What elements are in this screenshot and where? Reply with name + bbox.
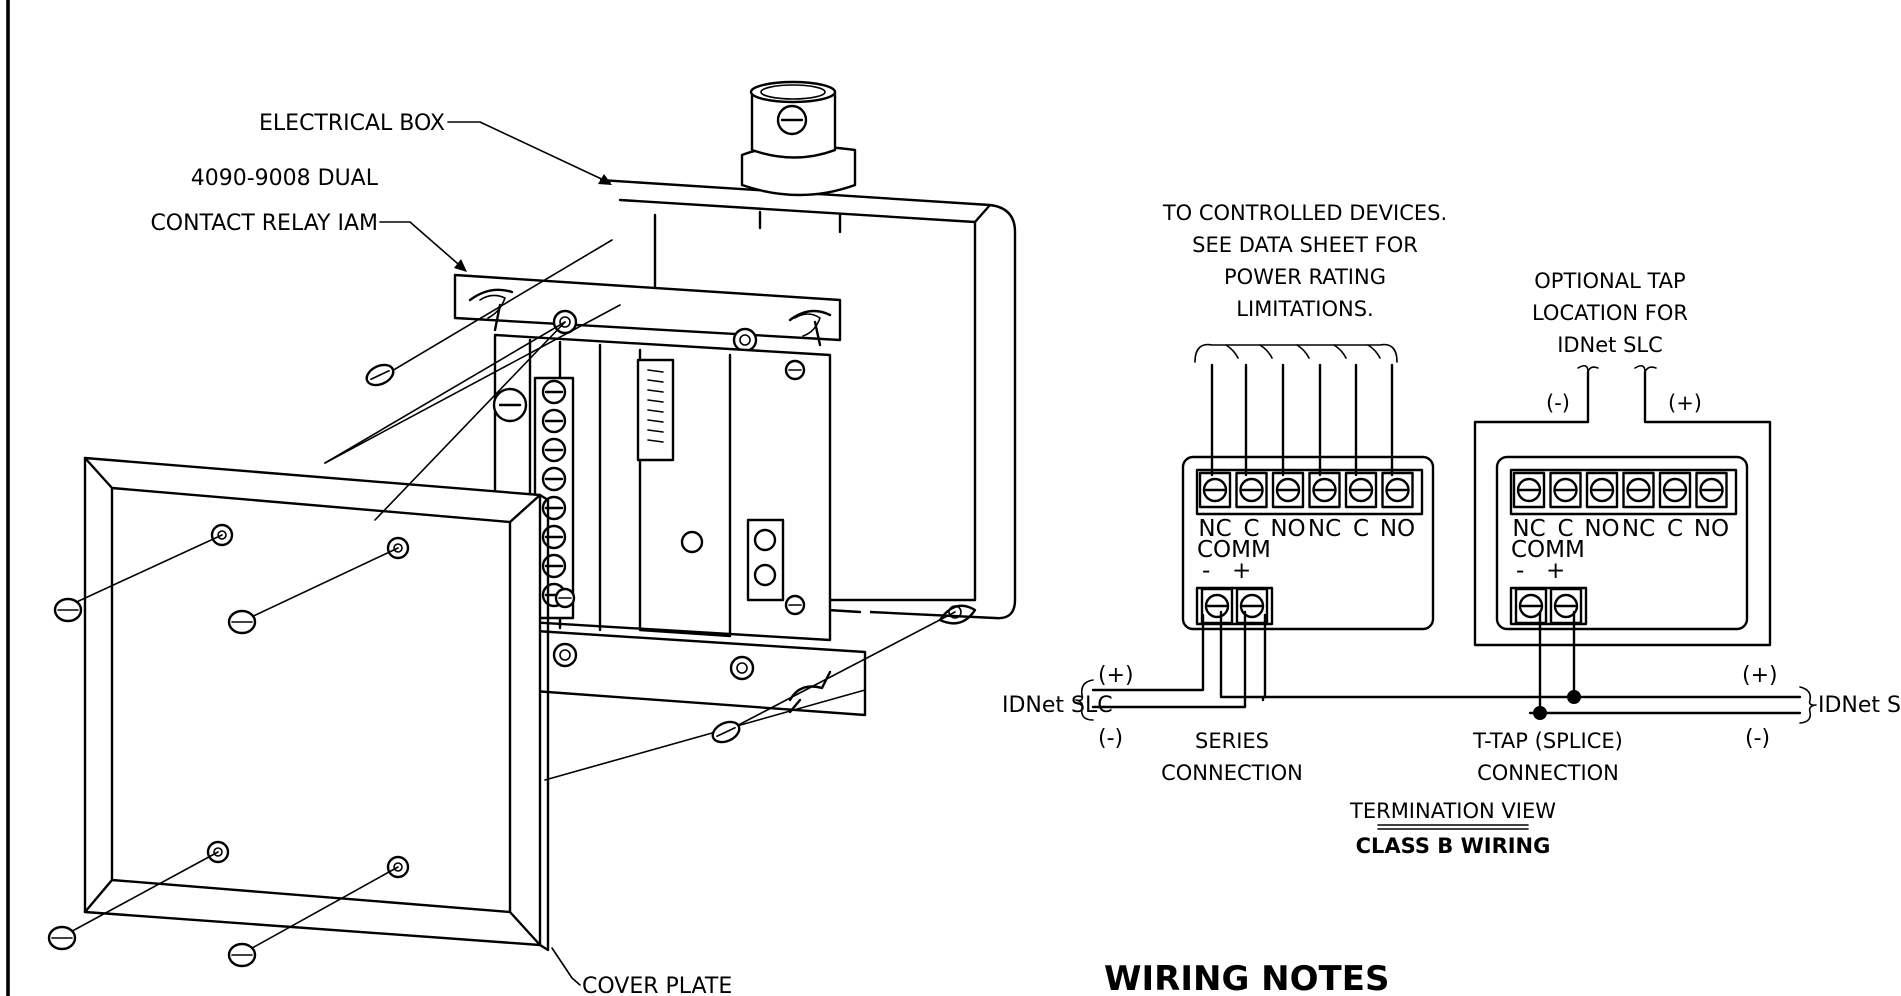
side-terminal-screw	[541, 379, 567, 405]
relay-terminal-series-5	[1344, 471, 1378, 509]
relay-terminal-label-series-1: NC	[1198, 516, 1231, 542]
ttap-connection-line1: T-TAP (SPLICE)	[1472, 729, 1623, 753]
slc-right-plus: (+)	[1742, 663, 1778, 688]
controlled-devices-line1: TO CONTROLLED DEVICES.	[1162, 201, 1447, 225]
slc-left-minus: (-)	[1098, 726, 1123, 751]
slc-left-plus: (+)	[1098, 663, 1134, 688]
relay-terminal-label-ttap-5: C	[1667, 516, 1683, 542]
relay-terminal-ttap-1	[1512, 471, 1546, 509]
comm-label-series: COMM	[1197, 537, 1271, 563]
relay-terminal-ttap-3	[1585, 471, 1619, 509]
side-terminal-screw	[541, 466, 567, 492]
optional-tap-note: OPTIONAL TAP LOCATION FOR IDNet SLC (-) …	[1532, 269, 1702, 415]
relay-terminal-ttap-6	[1695, 471, 1728, 509]
comm-plus-series: +	[1232, 558, 1251, 584]
tap-wires	[1473, 370, 1772, 647]
relay-terminal-label-ttap-2: C	[1557, 516, 1573, 542]
optional-tap-line3: IDNet SLC	[1557, 333, 1663, 357]
termination-view: TO CONTROLLED DEVICES. SEE DATA SHEET FO…	[1002, 201, 1901, 996]
relay-iam-label-line2: CONTACT RELAY IAM	[150, 211, 378, 236]
splice-dot-plus	[1567, 690, 1581, 704]
optional-tap-plus: (+)	[1668, 391, 1702, 415]
comm-minus-series: -	[1202, 558, 1210, 584]
cover-plate-label: COVER PLATE	[582, 974, 732, 996]
screws	[47, 363, 741, 968]
relay-terminal-series-2	[1235, 471, 1268, 509]
comm-terminal-minus-series	[1200, 587, 1234, 625]
electrical-box-label: ELECTRICAL BOX	[259, 111, 445, 136]
slc-wiring	[1075, 610, 1817, 724]
relay-iam-label-line1: 4090-9008 DUAL	[191, 166, 379, 191]
relay-terminal-label-series-6: NO	[1380, 516, 1415, 542]
comm-terminal-minus-ttap	[1514, 587, 1548, 625]
comm-terminal-plus-ttap	[1549, 587, 1583, 625]
slc-right-label: IDNet SLC	[1818, 693, 1901, 718]
slc-left-label: IDNet SLC	[1002, 693, 1113, 718]
cover-plate	[83, 456, 550, 952]
ttap-connection-line2: CONNECTION	[1477, 761, 1619, 785]
exploded-view: ELECTRICAL BOX 4090-9008 DUAL CONTACT RE…	[47, 80, 1017, 996]
relay-output-wires	[1210, 363, 1394, 477]
relay-terminal-series-3	[1271, 471, 1305, 509]
relay-terminal-label-series-5: C	[1353, 516, 1369, 542]
side-terminal-screw	[541, 524, 567, 550]
relay-terminal-label-series-2: C	[1243, 516, 1259, 542]
optional-tap-line2: LOCATION FOR	[1532, 301, 1688, 325]
relay-terminal-label-ttap-3: NO	[1584, 516, 1619, 542]
series-connection-line1: SERIES	[1195, 729, 1269, 753]
relay-terminal-label-series-3: NO	[1270, 516, 1305, 542]
controlled-devices-line3: POWER RATING	[1224, 265, 1386, 289]
relay-terminal-label-ttap-4: NC	[1622, 516, 1655, 542]
relay-iam-module	[453, 273, 977, 717]
comm-minus-ttap: -	[1516, 558, 1524, 584]
relay-terminal-label-series-4: NC	[1308, 516, 1341, 542]
relay-terminal-series-6	[1381, 471, 1414, 509]
comm-terminal-plus-series	[1235, 587, 1269, 625]
leader-lines	[379, 121, 612, 986]
relay-terminal-label-ttap-6: NO	[1694, 516, 1729, 542]
comm-plus-ttap: +	[1546, 558, 1565, 584]
comm-label-ttap: COMM	[1511, 537, 1585, 563]
side-terminal-screw	[541, 437, 567, 463]
optional-tap-minus: (-)	[1546, 391, 1570, 415]
relay-terminal-ttap-2	[1549, 471, 1582, 509]
controlled-devices-line4: LIMITATIONS.	[1236, 297, 1373, 321]
explode-lines	[64, 239, 956, 953]
relay-terminal-series-4	[1308, 471, 1341, 509]
controlled-devices-line2: SEE DATA SHEET FOR	[1192, 233, 1418, 257]
relay-terminal-series-1	[1198, 471, 1232, 509]
slc-right-minus: (-)	[1745, 726, 1770, 751]
side-terminal-screw	[541, 408, 567, 434]
relay-terminal-ttap-4	[1622, 471, 1655, 509]
relay-terminal-ttap-5	[1658, 471, 1692, 509]
view-subtitle: CLASS B WIRING	[1356, 834, 1551, 858]
relay-terminal-label-ttap-1: NC	[1512, 516, 1545, 542]
wiring-notes-heading: WIRING NOTES	[1104, 959, 1389, 996]
controlled-devices-note: TO CONTROLLED DEVICES. SEE DATA SHEET FO…	[1162, 201, 1447, 363]
optional-tap-line1: OPTIONAL TAP	[1534, 269, 1685, 293]
side-terminal-screw	[541, 553, 567, 579]
splice-dot-minus	[1533, 706, 1547, 720]
view-title: TERMINATION VIEW	[1349, 799, 1556, 823]
series-connection-line2: CONNECTION	[1161, 761, 1303, 785]
